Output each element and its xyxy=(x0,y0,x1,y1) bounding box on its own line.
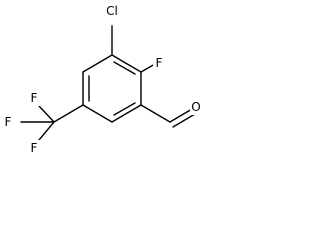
ring-bond-c6-c1 xyxy=(82,54,113,73)
bond-cho-o xyxy=(169,108,193,123)
fluorine-cf3-left-label: F xyxy=(5,115,12,129)
bond-c-f xyxy=(140,63,156,73)
bond-c-cho xyxy=(140,104,171,123)
oxygen-label: O xyxy=(191,100,200,114)
ring-double-bond-c3-c4 xyxy=(113,102,136,116)
chlorine-label: Cl xyxy=(106,4,118,18)
ring-bond-c1-c2 xyxy=(111,54,142,73)
molecule-structure: Cl F O F F F xyxy=(4,4,201,155)
fluorine-ring-label: F xyxy=(156,56,163,70)
bond-cf3-f-bottom xyxy=(38,121,55,141)
ring-double-bond-c1-c2 xyxy=(113,61,136,75)
ring-bond-c3-c4 xyxy=(111,104,142,123)
bond-c-cf3 xyxy=(53,104,84,123)
bond-cf3-f-top xyxy=(38,105,55,123)
fluorine-cf3-bottom-label: F xyxy=(31,141,38,155)
fluorine-cf3-top-label: F xyxy=(31,91,38,105)
bond-cho-o-double xyxy=(172,113,196,128)
ring-bond-c4-c5 xyxy=(82,104,113,123)
